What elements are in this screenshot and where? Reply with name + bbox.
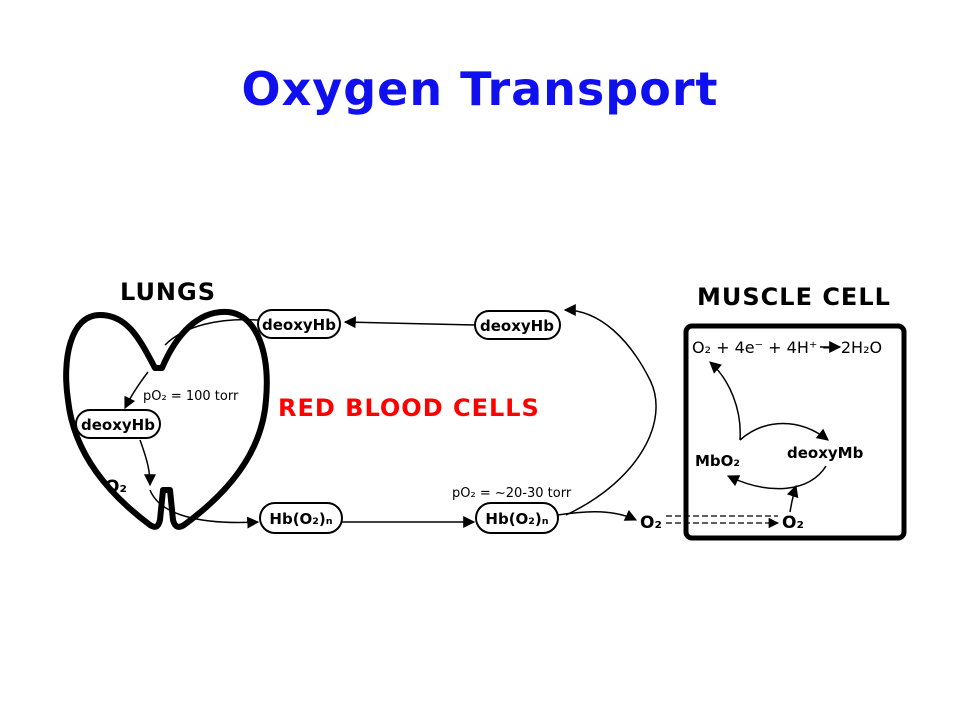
po2-tissue-label: pO₂ = ~20-30 torr — [452, 486, 572, 501]
arrow-deoxyhb-to-o2 — [139, 439, 156, 487]
red-blood-cells-label: RED BLOOD CELLS — [278, 394, 540, 422]
arrow-lungs-to-hbo2 — [149, 489, 260, 529]
deoxyhb-pill-top-left: deoxyHb — [257, 309, 341, 339]
arrow-lungs-to-deoxyhb — [124, 371, 149, 410]
arrow-deoxyhb-entering-lungs — [164, 318, 259, 346]
arrow-hbo2-to-o2 — [557, 509, 638, 521]
arrow-deoxymb-to-mbo2 — [726, 465, 827, 490]
reaction-equation: O₂ + 4e⁻ + 4H⁺ → 2H₂O — [692, 338, 882, 357]
arrow-return-loop — [563, 304, 657, 516]
hbo2-label: Hb(O₂)ₙ — [485, 510, 548, 528]
mbo2-label: MbO₂ — [695, 452, 740, 470]
arrow-mbo2-to-deoxymb — [739, 422, 829, 441]
arrow-mbo2-to-o2 — [709, 361, 741, 441]
muscle-cell-box — [683, 323, 907, 541]
o2-cell-label: O₂ — [782, 513, 804, 533]
o2-lungs-label: O₂ — [105, 477, 127, 497]
deoxyhb-label: deoxyHb — [81, 416, 155, 434]
lungs-label: LUNGS — [120, 278, 216, 306]
hbo2-pill-right: Hb(O₂)ₙ — [475, 502, 559, 534]
hbo2-pill-left: Hb(O₂)ₙ — [259, 502, 343, 534]
o2-released-label: O₂ — [640, 513, 662, 533]
po2-lungs-label: pO₂ = 100 torr — [143, 389, 239, 404]
deoxyhb-label: deoxyHb — [262, 316, 336, 334]
arrow-o2-to-deoxymb — [786, 484, 799, 513]
muscle-cell-label: MUSCLE CELL — [697, 283, 891, 311]
arrow-deoxyhb-to-lungs-pill — [343, 316, 476, 329]
hbo2-label: Hb(O₂)ₙ — [269, 510, 332, 528]
deoxyhb-label: deoxyHb — [480, 317, 554, 335]
lungs-shape — [63, 308, 270, 530]
deoxymb-label: deoxyMb — [787, 444, 864, 462]
deoxyhb-pill-lungs: deoxyHb — [75, 409, 161, 439]
page-title: Oxygen Transport — [241, 62, 719, 116]
deoxyhb-pill-top-right: deoxyHb — [474, 310, 561, 340]
